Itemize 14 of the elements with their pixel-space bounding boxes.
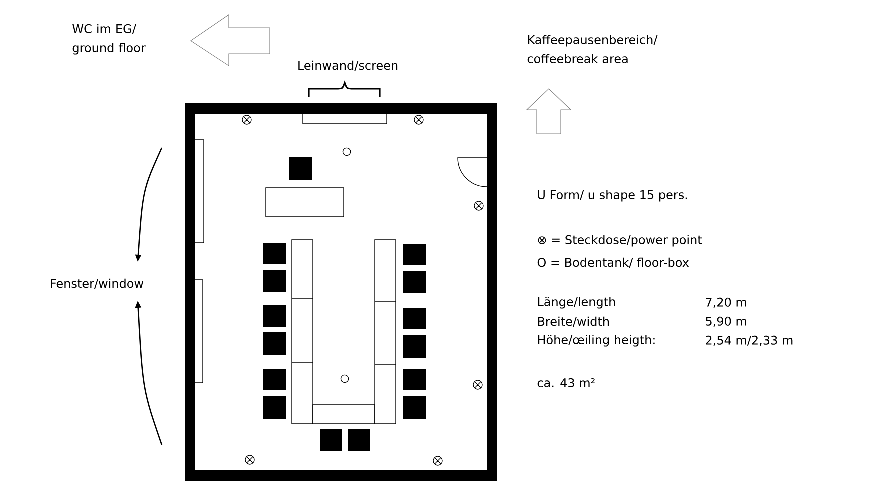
- table-cell: 5,90 m: [706, 316, 746, 328]
- table-cell: Länge/length: [538, 297, 616, 309]
- legend-text: ⊗ = Steckdose/power point: [538, 235, 702, 247]
- table-cell: Breite/width: [538, 316, 610, 328]
- note-text: U Form/ u shape 15 pers.: [538, 190, 688, 202]
- window-label: Fenster/window: [51, 278, 144, 290]
- note-text: ca. 43 m²: [538, 378, 595, 388]
- table-cell: Höhe/œiling heigth:: [538, 335, 655, 347]
- table-cell: 2,54 m/2,33 m: [706, 336, 793, 346]
- table-cell: 7,20 m: [706, 298, 746, 308]
- legend-text: O = Bodentank/ floor-box: [538, 258, 690, 268]
- direction-label: Kaffeepausenbereich/ coffeebreak area: [528, 35, 658, 64]
- direction-label: WC im EG/ ground floor: [72, 24, 146, 55]
- screen-label: Leinwand/screen: [298, 60, 398, 72]
